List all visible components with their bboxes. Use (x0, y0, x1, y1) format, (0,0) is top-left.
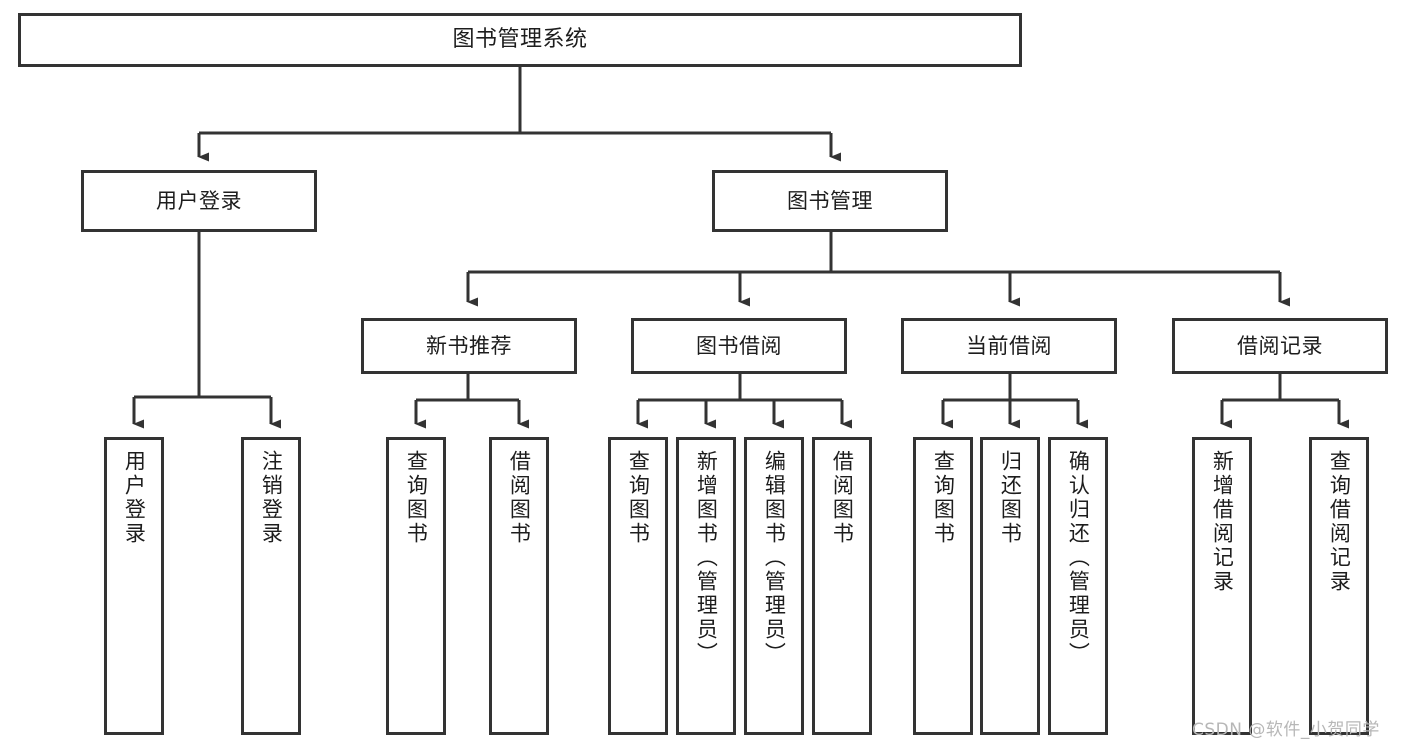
node-label: 编辑图书（管理员） (762, 450, 787, 666)
node-label: 当前借阅 (966, 333, 1052, 358)
node-label: 新增借阅记录 (1210, 450, 1235, 594)
node-current-borrow[interactable]: 当前借阅 (901, 318, 1117, 374)
node-label: 归还图书 (998, 450, 1023, 546)
node-user-login[interactable]: 用户登录 (81, 170, 317, 232)
node-label: 图书管理 (787, 188, 873, 213)
leaf-borrow-edit-book-admin[interactable]: 编辑图书（管理员） (744, 437, 804, 735)
node-label: 新增图书（管理员） (694, 450, 719, 666)
node-book-borrow[interactable]: 图书借阅 (631, 318, 847, 374)
node-label: 用户登录 (156, 188, 242, 213)
node-book-management[interactable]: 图书管理 (712, 170, 948, 232)
node-label: 注销登录 (259, 450, 284, 546)
leaf-new-book-borrow[interactable]: 借阅图书 (489, 437, 549, 735)
leaf-new-book-query[interactable]: 查询图书 (386, 437, 446, 735)
node-label: 查询图书 (626, 450, 651, 546)
node-label: 用户登录 (122, 450, 147, 546)
leaf-current-confirm-return-admin[interactable]: 确认归还（管理员） (1048, 437, 1108, 735)
node-borrow-record[interactable]: 借阅记录 (1172, 318, 1388, 374)
leaf-user-login-logout[interactable]: 注销登录 (241, 437, 301, 735)
node-label: 图书管理系统 (452, 27, 588, 53)
node-new-book-recommend[interactable]: 新书推荐 (361, 318, 577, 374)
node-label: 借阅图书 (507, 450, 532, 546)
node-label: 查询图书 (404, 450, 429, 546)
node-label: 借阅记录 (1237, 333, 1323, 358)
leaf-current-query-book[interactable]: 查询图书 (913, 437, 973, 735)
leaf-record-add-record[interactable]: 新增借阅记录 (1192, 437, 1252, 735)
node-label: 借阅图书 (830, 450, 855, 546)
leaf-current-return-book[interactable]: 归还图书 (980, 437, 1040, 735)
node-label: 查询借阅记录 (1327, 450, 1352, 594)
node-label: 图书借阅 (696, 333, 782, 358)
leaf-borrow-add-book-admin[interactable]: 新增图书（管理员） (676, 437, 736, 735)
leaf-user-login-login[interactable]: 用户登录 (104, 437, 164, 735)
leaf-record-query-record[interactable]: 查询借阅记录 (1309, 437, 1369, 735)
node-label: 查询图书 (931, 450, 956, 546)
node-book-management-system[interactable]: 图书管理系统 (18, 13, 1022, 67)
watermark: CSDN @软件_小贺同学 (1192, 720, 1380, 740)
node-label: 确认归还（管理员） (1066, 450, 1091, 666)
node-label: 新书推荐 (426, 333, 512, 358)
leaf-borrow-query-book[interactable]: 查询图书 (608, 437, 668, 735)
leaf-borrow-borrow-book[interactable]: 借阅图书 (812, 437, 872, 735)
